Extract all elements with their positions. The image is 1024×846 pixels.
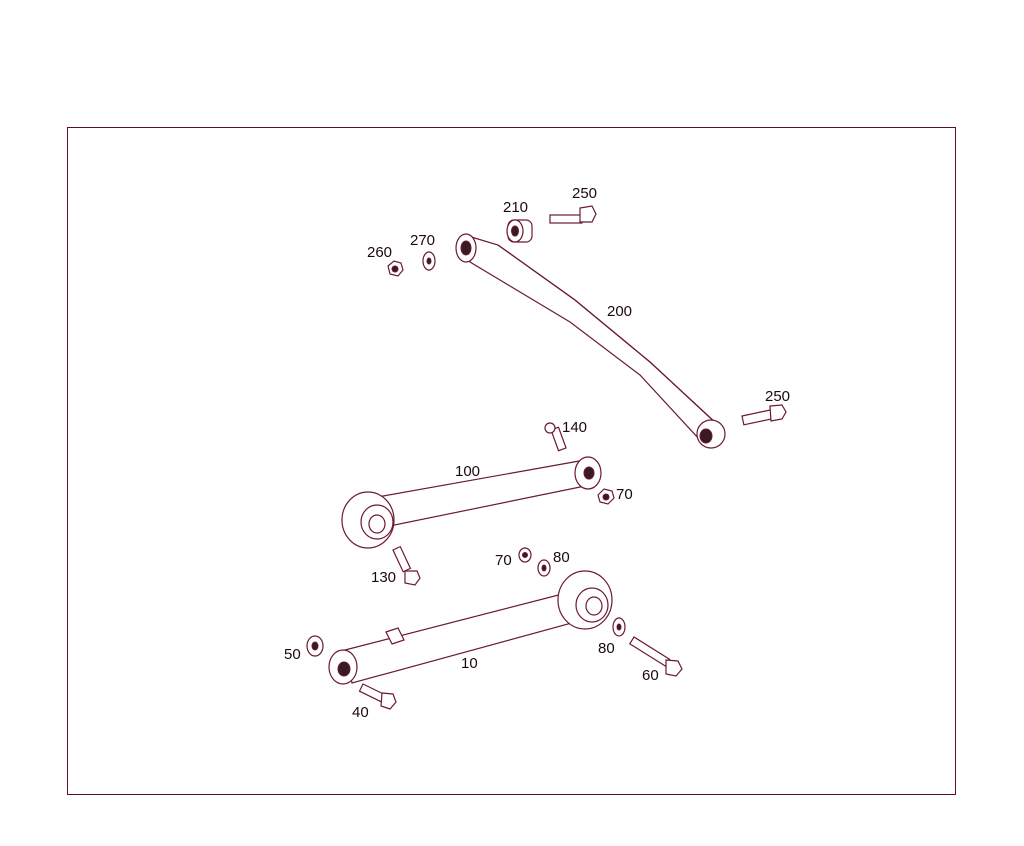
label-100: 100 [455,463,480,480]
nut-70-lower[interactable] [518,547,532,563]
bolt-40[interactable] [358,683,397,710]
bolt-130[interactable] [392,545,421,586]
bolt-60[interactable] [628,636,683,677]
label-200: 200 [607,303,632,320]
label-80-lower: 80 [598,640,615,657]
control-arm-100[interactable] [341,456,602,549]
control-arm-10[interactable] [328,570,613,685]
label-60: 60 [642,667,659,684]
bolt-140[interactable] [544,422,567,452]
control-arm-200[interactable] [455,233,726,449]
label-130: 130 [371,569,396,586]
washer-270[interactable] [422,251,436,271]
label-250-right: 250 [765,388,790,405]
label-250-top: 250 [572,185,597,202]
bushing-210[interactable] [506,219,533,243]
label-80-upper: 80 [553,549,570,566]
nut-260[interactable] [387,260,404,277]
nut-70-upper[interactable] [597,488,615,505]
label-210: 210 [503,199,528,216]
label-40: 40 [352,704,369,721]
washer-80-lower[interactable] [612,617,626,637]
label-50: 50 [284,646,301,663]
label-270: 270 [410,232,435,249]
label-260: 260 [367,244,392,261]
diagram-frame [67,127,956,795]
bolt-250-right[interactable] [741,404,787,426]
bolt-250-top[interactable] [549,205,597,224]
washer-50[interactable] [306,635,324,657]
label-70-upper: 70 [616,486,633,503]
label-70-lower: 70 [495,552,512,569]
label-10: 10 [461,655,478,672]
washer-80-upper[interactable] [537,559,551,577]
label-140: 140 [562,419,587,436]
